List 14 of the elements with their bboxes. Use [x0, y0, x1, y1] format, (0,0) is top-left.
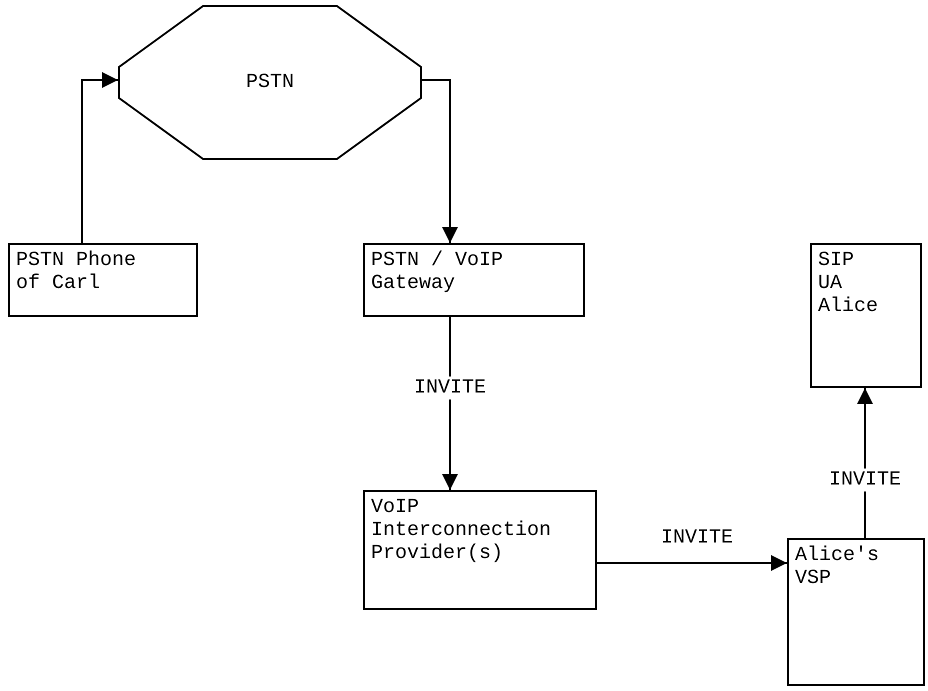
- node-label: PSTN: [246, 71, 294, 94]
- arrow: [422, 79, 458, 243]
- process-box: [363, 243, 585, 317]
- arrow: [597, 555, 787, 571]
- node-label: Alice's VSP: [795, 544, 879, 590]
- node-label: PSTN Phone of Carl: [16, 249, 136, 295]
- node-label: VoIP Interconnection Provider(s): [371, 496, 552, 565]
- process-box: [787, 538, 925, 686]
- process-box: [8, 243, 198, 317]
- arrow: [81, 72, 118, 243]
- process-box: [363, 490, 597, 610]
- process-box: [810, 243, 922, 388]
- node-label: PSTN / VoIP Gateway: [371, 249, 504, 295]
- node-label: SIP UA Alice: [818, 249, 878, 318]
